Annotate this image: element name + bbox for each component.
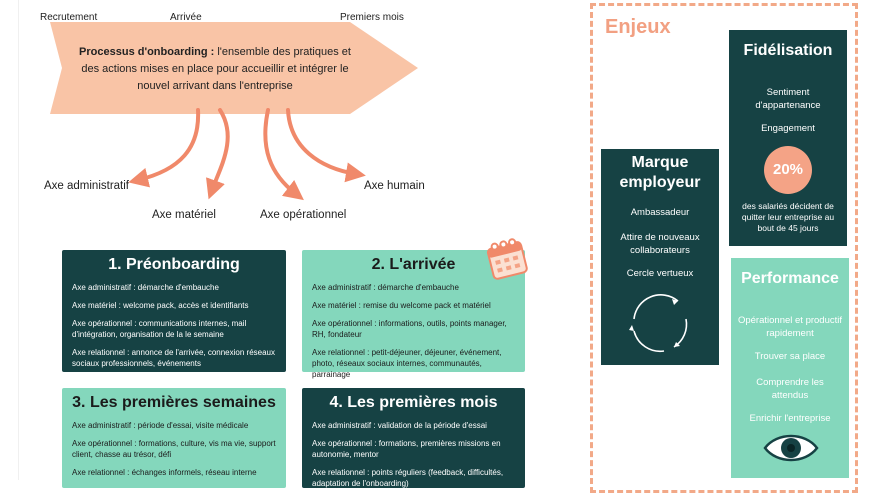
fidelisation-stat-text: des salariés décident de quitter leur en… — [741, 201, 835, 233]
card-item: Axe relationnel : points réguliers (feed… — [312, 468, 504, 488]
performance-item: Comprendre les attendus — [756, 377, 824, 401]
axe-administratif-label: Axe administratif — [44, 180, 130, 192]
card-item: Axe relationnel : petit-déjeuner, déjeun… — [312, 348, 502, 379]
fidelisation-item: Sentiment d'appartenance — [755, 87, 821, 111]
card-item: Axe administratif : démarche d'embauche — [72, 283, 219, 292]
stat-badge: 20% — [764, 146, 812, 194]
card-title: 1. Préonboarding — [108, 256, 240, 273]
fidelisation-panel: Fidélisation Sentiment d'appartenance En… — [729, 30, 847, 246]
card-item: Axe opérationnel : communications intern… — [72, 319, 247, 339]
process-term: Processus d'onboarding : — [79, 46, 215, 58]
enjeux-title: Enjeux — [605, 16, 671, 38]
card-item: Axe opérationnel : formations, culture, … — [72, 439, 276, 459]
arrow-humain — [286, 108, 366, 183]
fidelisation-item: Engagement — [761, 123, 815, 134]
card-arrivee: 2. L'arrivée Axe administratif : démarch… — [302, 250, 525, 379]
arrow-materiel — [206, 108, 230, 200]
card-title: 2. L'arrivée — [371, 256, 456, 273]
card-item: Axe matériel : welcome pack, accès et id… — [72, 301, 249, 310]
fidelisation-title: Fidélisation — [743, 42, 833, 59]
card-item: Axe matériel : remise du welcome pack et… — [312, 301, 491, 310]
left-edge — [0, 0, 19, 480]
cycle-arrows-icon — [629, 294, 688, 353]
marque-title: Marque employeur — [619, 154, 701, 191]
phase-recrutement: Recrutement — [40, 12, 98, 23]
axe-materiel-label: Axe matériel — [152, 209, 216, 221]
card-item: Axe relationnel : échanges informels, ré… — [72, 468, 257, 477]
performance-title: Performance — [741, 270, 839, 287]
card-item: Axe opérationnel : informations, outils,… — [312, 319, 507, 339]
card-premieres-semaines: 3. Les premières semaines Axe administra… — [62, 388, 286, 488]
performance-item: Enrichir l'entreprise — [749, 413, 831, 424]
card-item: Axe opérationnel : formations, premières… — [312, 439, 501, 459]
axe-operationnel-label: Axe opérationnel — [260, 209, 347, 221]
performance-item: Opérationnel et productif rapidement — [737, 315, 843, 339]
card-item: Axe relationnel : annonce de l'arrivée, … — [72, 348, 275, 368]
card-item: Axe administratif : validation de la pér… — [312, 421, 487, 430]
arrow-administratif — [128, 108, 201, 188]
performance-panel: Performance Opérationnel et productif ra… — [731, 258, 849, 478]
card-title: 3. Les premières semaines — [72, 394, 276, 411]
marque-item: Cercle vertueux — [626, 268, 694, 279]
axe-humain-label: Axe humain — [364, 180, 425, 192]
process-arrow-shape — [50, 22, 418, 114]
phase-premiers-mois: Premiers mois — [340, 12, 404, 23]
process-definition: Processus d'onboarding : l'ensemble des … — [70, 44, 360, 95]
marque-item: Attire de nouveaux collaborateurs — [620, 232, 700, 256]
calendar-icon — [486, 238, 528, 280]
performance-item: Trouver sa place — [754, 351, 826, 362]
card-item: Axe administratif : démarche d'embauche — [312, 283, 459, 292]
marque-item: Ambassadeur — [630, 207, 690, 218]
axes-arrows — [128, 108, 366, 201]
process-definition-text: l'ensemble des pratiques et des actions … — [81, 46, 351, 92]
marque-employeur-panel: Marque employeur Ambassadeur Attire de n… — [601, 149, 719, 365]
card-item: Axe administratif : période d'essai, vis… — [72, 421, 249, 430]
card-premiers-mois: 4. Les premières mois Axe administratif … — [302, 388, 525, 488]
arrow-operationnel — [263, 108, 304, 201]
card-title: 4. Les premières mois — [329, 394, 498, 411]
eye-icon — [763, 434, 819, 462]
card-preonboarding: 1. Préonboarding Axe administratif : dém… — [62, 250, 286, 372]
phase-arrivee: Arrivée — [170, 12, 202, 23]
